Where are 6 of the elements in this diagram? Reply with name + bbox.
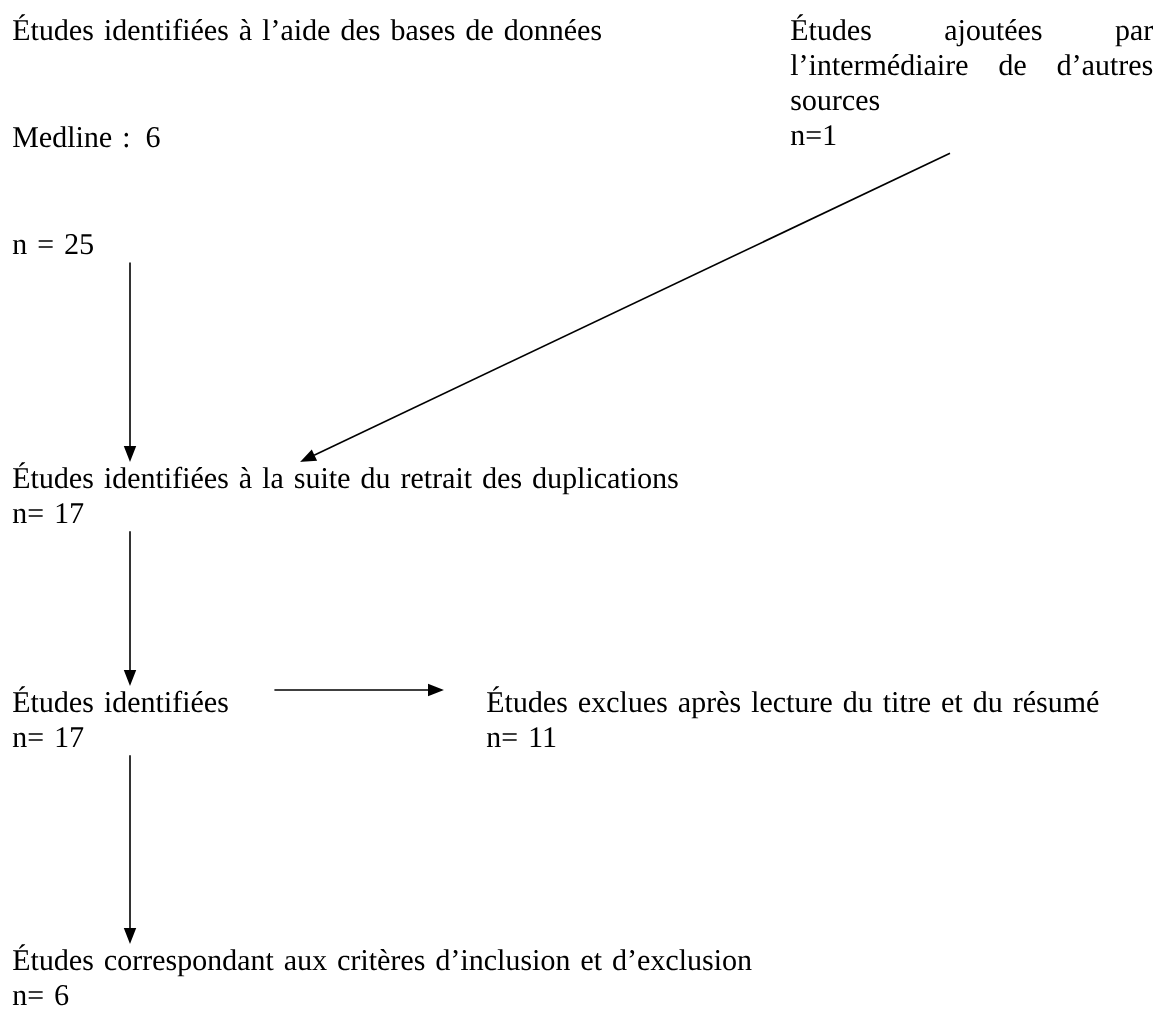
step-text: Études identifiées n= 17 <box>12 686 228 747</box>
step-text: Études correspondant aux critères d’inclusion et d’exclusion n= 6 <box>12 944 752 1006</box>
step-text: Études identifiées à l’aide des bases de données Medline : 6 n = 25 <box>12 14 601 255</box>
step-text: Études ajoutées par l’intermédiaire de d’autres sources n=1 <box>790 14 1153 145</box>
step-text: Études identifiées à la suite du retrait des duplications n= 17 <box>12 462 678 523</box>
step-text: Études exclues après lecture du titre et du résumé n= 11 <box>486 686 1099 747</box>
